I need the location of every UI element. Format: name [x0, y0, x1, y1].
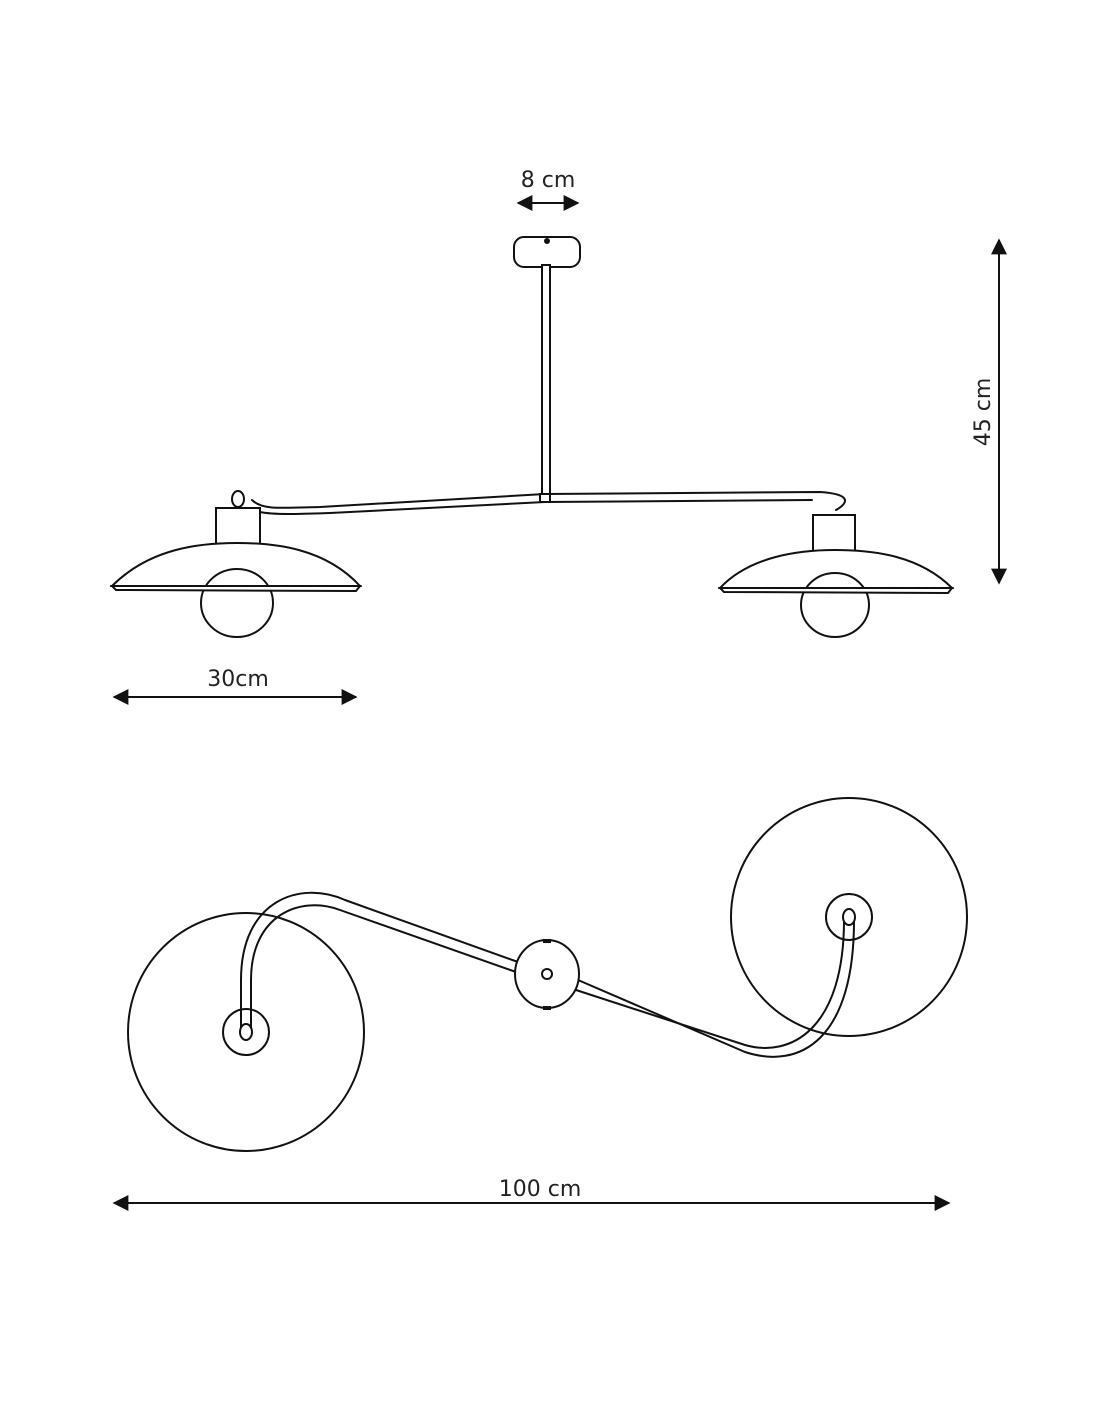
canopy-screw — [544, 238, 550, 244]
right-arm-end — [842, 908, 856, 926]
shade-diameter-label: 30cm — [207, 667, 269, 692]
right-shade — [717, 548, 955, 589]
right-socket — [812, 514, 856, 552]
canopy-width-dimension: 8 cm — [516, 168, 580, 211]
right-bulb — [800, 572, 870, 638]
arm-lower-edge — [259, 499, 813, 515]
canopy-width-label: 8 cm — [521, 168, 576, 193]
canopy-screw-top — [543, 939, 551, 943]
total-width-label: 100 cm — [499, 1177, 582, 1202]
left-socket — [215, 507, 261, 545]
arm-upper-edge — [251, 491, 846, 511]
right-shade-rim — [717, 587, 955, 595]
right-lamp — [717, 514, 955, 638]
left-bulb — [200, 568, 274, 638]
arm-right-edge-outer — [577, 916, 856, 1058]
arm-right-edge-inner — [575, 916, 846, 1049]
top-view: 100 cm — [112, 797, 968, 1211]
height-label: 45 cm — [971, 378, 996, 447]
canopy-screw-bottom — [543, 1006, 551, 1010]
height-dimension: 45 cm — [971, 238, 1007, 585]
arm-top-edge-inner — [250, 904, 517, 1033]
left-shade-rim — [109, 585, 363, 593]
suspension-rod — [541, 264, 551, 498]
left-shade — [109, 541, 363, 587]
total-width-dimension: 100 cm — [112, 1177, 951, 1211]
left-arm-end — [239, 1023, 253, 1041]
shade-diameter-dimension: 30cm — [112, 667, 358, 705]
left-end-cap — [231, 490, 245, 508]
side-view: 8 cm 45 cm 30cm — [109, 168, 1007, 705]
left-lamp — [109, 490, 363, 638]
canopy-center-hole — [541, 968, 553, 980]
arm-top-edge-outer — [240, 891, 519, 1033]
rod-joint — [539, 493, 551, 503]
